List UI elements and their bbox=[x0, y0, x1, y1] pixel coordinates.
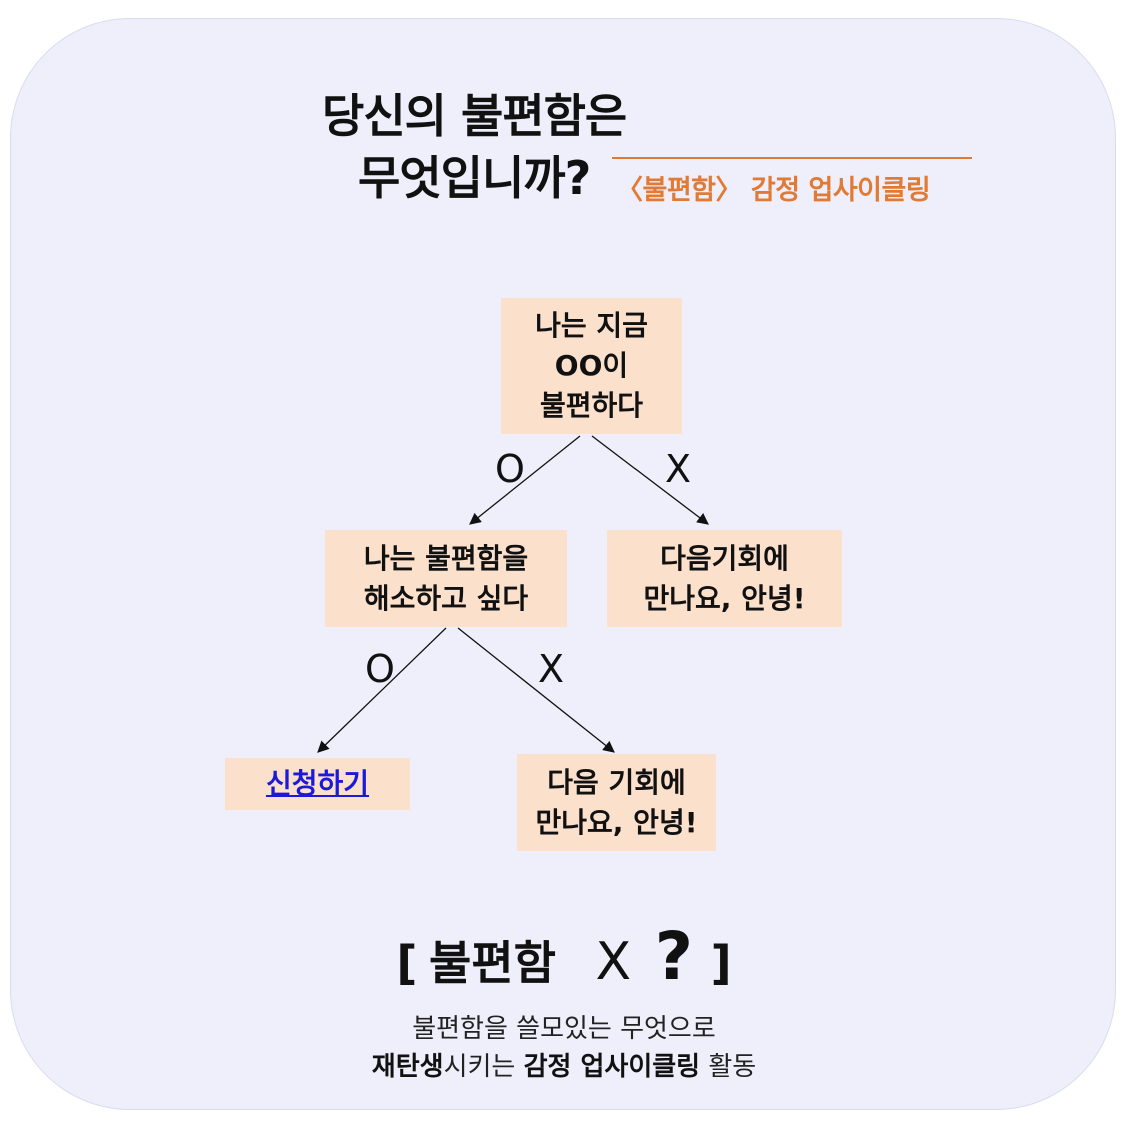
page-title-line2: 무엇입니까? bbox=[358, 151, 591, 205]
node-apply: 신청하기 bbox=[225, 758, 410, 810]
page-title-line1: 당신의 불편함은 bbox=[322, 89, 627, 143]
desc-text-2: 활동 bbox=[700, 1052, 757, 1082]
label-resolve-yes: O bbox=[365, 647, 395, 691]
footer-times: X bbox=[595, 932, 632, 992]
edge-root-to-goodbye bbox=[591, 435, 709, 525]
subtitle-underline bbox=[612, 157, 972, 159]
desc-text-1: 시키는 bbox=[443, 1052, 524, 1082]
footer-bracket-open: [ bbox=[396, 936, 418, 990]
node-goodbye-2: 다음 기회에 만나요, 안녕! bbox=[517, 754, 716, 851]
subtitle: 〈불편함〉 감정 업사이클링 bbox=[616, 175, 931, 206]
edge-resolve-to-goodbye bbox=[457, 627, 615, 753]
footer-title: [ 불편함 X ? ] bbox=[0, 918, 1128, 995]
node-resolve: 나는 불편함을 해소하고 싶다 bbox=[325, 530, 567, 627]
edge-root-to-resolve bbox=[469, 435, 581, 525]
desc-bold-rebirth: 재탄생 bbox=[371, 1052, 444, 1082]
label-resolve-no: X bbox=[538, 647, 565, 691]
footer-description-line2: 재탄생시키는 감정 업사이클링 활동 bbox=[0, 1046, 1128, 1083]
footer-question: ? bbox=[654, 918, 694, 995]
label-root-yes: O bbox=[495, 447, 525, 491]
label-root-no: X bbox=[665, 447, 692, 491]
node-goodbye-1: 다음기회에 만나요, 안녕! bbox=[607, 530, 842, 627]
apply-link[interactable]: 신청하기 bbox=[265, 767, 370, 800]
footer-word: 불편함 bbox=[428, 936, 556, 990]
desc-bold-upcycling: 감정 업사이클링 bbox=[523, 1052, 701, 1082]
footer-description-line1: 불편함을 쓸모있는 무엇으로 bbox=[412, 1014, 716, 1044]
edge-resolve-to-apply bbox=[317, 627, 447, 753]
node-root: 나는 지금 OO이 불편하다 bbox=[501, 298, 682, 434]
footer-bracket-close: ] bbox=[710, 936, 732, 990]
